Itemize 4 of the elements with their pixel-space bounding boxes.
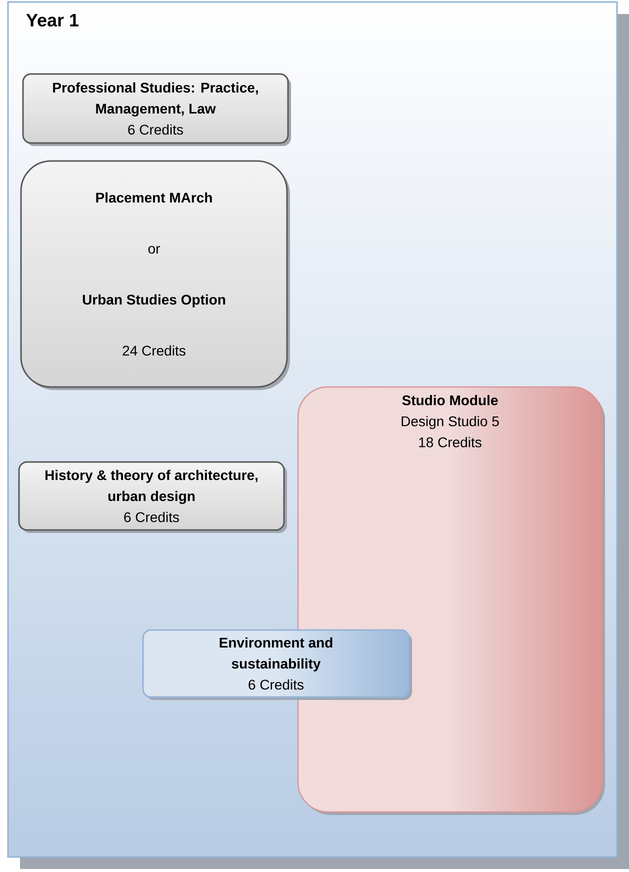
module-box: Placement MArch or Urban Studies Option 24 Credits: [20, 160, 290, 390]
module-box: Environment and sustainability 6 Credits: [142, 629, 412, 700]
module-box: History & theory of architecture, urban design 6 Credits: [18, 461, 287, 533]
module-box: Professional Studies: Practice, Management, Law 6 Credits: [22, 73, 291, 146]
